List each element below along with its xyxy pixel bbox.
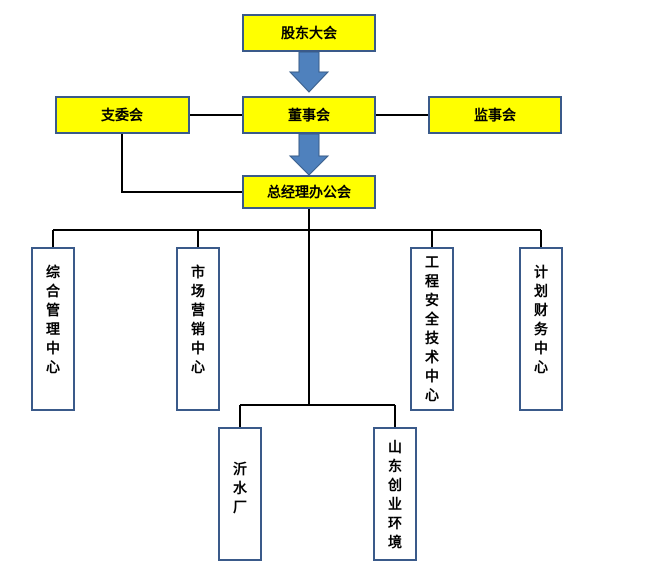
label-dept-engineering-safety: 工程安全技术中心 [424,255,440,404]
connector-party-gmo [121,133,243,193]
arrow-shareholders-board [288,51,330,93]
label-dept-integrated-management: 综合管理中心 [46,264,61,376]
label-supervisory-board: 监事会 [474,107,517,124]
box-sub-yishui-plant: 沂水厂 [218,427,262,561]
arrow-down-icon [288,51,330,93]
label-sub-yishui-plant: 沂水厂 [233,461,248,516]
label-dept-planning-finance: 计划财务中心 [533,264,549,376]
label-dept-marketing: 市场营销中心 [191,264,205,376]
box-dept-integrated-management: 综合管理中心 [31,247,75,411]
box-supervisory-board: 监事会 [428,96,562,134]
box-sub-shandong-chuangye: 山东创业环境 [373,427,417,561]
box-shareholders: 股东大会 [242,14,376,52]
label-board: 董事会 [288,107,331,124]
label-party-committee: 支委会 [100,107,144,124]
box-dept-marketing: 市场营销中心 [176,247,220,411]
label-general-manager-office: 总经理办公会 [267,184,352,201]
box-general-manager-office: 总经理办公会 [242,175,376,209]
box-party-committee: 支委会 [55,96,190,134]
arrow-board-gmo [288,133,330,176]
box-board: 董事会 [242,96,376,134]
connectors [52,114,542,428]
box-dept-engineering-safety: 工程安全技术中心 [410,247,454,411]
label-sub-shandong-chuangye: 山东创业环境 [387,440,402,551]
arrow-down-icon [288,133,330,176]
box-dept-planning-finance: 计划财务中心 [519,247,563,411]
label-shareholders: 股东大会 [281,25,338,42]
